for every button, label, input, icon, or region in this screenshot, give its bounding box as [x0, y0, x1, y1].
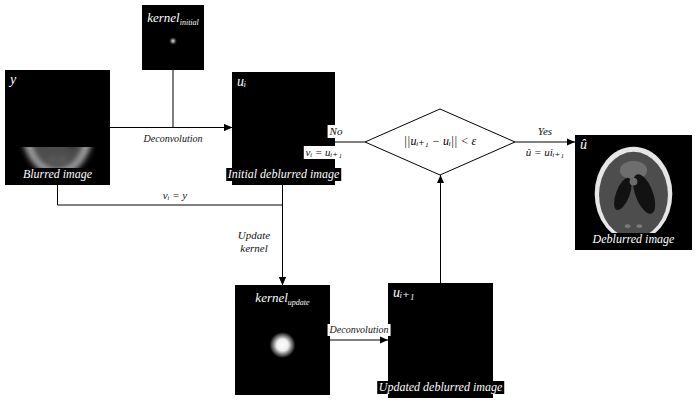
connector-line	[440, 175, 441, 283]
image-symbol: uᵢ	[235, 74, 248, 89]
arrowhead	[279, 277, 286, 285]
kernel-name: kernel	[255, 290, 287, 305]
image-symbol: y	[8, 72, 18, 87]
image-caption: Blurred image	[21, 168, 94, 181]
flow-connector	[279, 142, 365, 285]
connector-line	[330, 340, 388, 341]
flow-note: Update kernel	[229, 229, 279, 254]
image-panel: uᵢInitial deblurred image	[232, 72, 335, 185]
image-caption: Deblurred image	[591, 233, 677, 246]
image-panel: ûDeblurred image	[575, 135, 692, 250]
flow-note: No	[328, 125, 345, 138]
image-panel: yBlurred image	[5, 70, 110, 185]
condition-text: ||uᵢ₊₁ − uᵢ|| < ε	[404, 135, 476, 148]
connector-line	[58, 185, 283, 285]
kernel-panel: kernelinitial	[142, 5, 204, 70]
connector-line	[283, 142, 366, 285]
flow-connector	[515, 139, 575, 146]
arrowhead	[224, 124, 232, 131]
flow-connector	[330, 337, 388, 344]
arrowhead	[224, 124, 232, 131]
kernel-name: kernel	[147, 10, 179, 25]
kernel-subscript: update	[288, 298, 310, 307]
edge-label: Deconvolution	[142, 133, 205, 145]
arrowhead	[380, 337, 388, 344]
flow-note: Yes	[536, 125, 554, 138]
kernel-panel: kernelupdate	[235, 285, 330, 395]
arrowhead	[567, 139, 575, 146]
flow-connector	[437, 175, 444, 283]
edge-label: vᵢ = uᵢ₊₁	[304, 146, 344, 159]
arrowhead	[279, 277, 286, 285]
flow-connector	[58, 185, 287, 285]
image-caption: Updated deblurred image	[377, 381, 505, 394]
image-panel: uᵢ₊₁Updated deblurred image	[388, 283, 493, 398]
connector-line	[515, 142, 575, 143]
image-caption: Initial deblurred image	[226, 168, 342, 181]
image-symbol: uᵢ₊₁	[391, 285, 416, 300]
edge-label: û = uiᵢ₊₁	[524, 146, 566, 159]
arrowhead	[437, 175, 444, 183]
image-symbol: û	[578, 137, 589, 152]
connector-line	[173, 70, 232, 128]
diamond-shape	[365, 109, 515, 175]
kernel-heading: kernelupdate	[255, 288, 309, 308]
edge-label: vᵢ = y	[161, 189, 189, 202]
flow-connector	[173, 70, 232, 131]
edge-label: Deconvolution	[328, 324, 391, 336]
kernel-subscript: initial	[180, 18, 199, 27]
decision-diamond: ||uᵢ₊₁ − uᵢ|| < ε	[365, 109, 515, 175]
kernel-heading: kernelinitial	[147, 8, 199, 28]
